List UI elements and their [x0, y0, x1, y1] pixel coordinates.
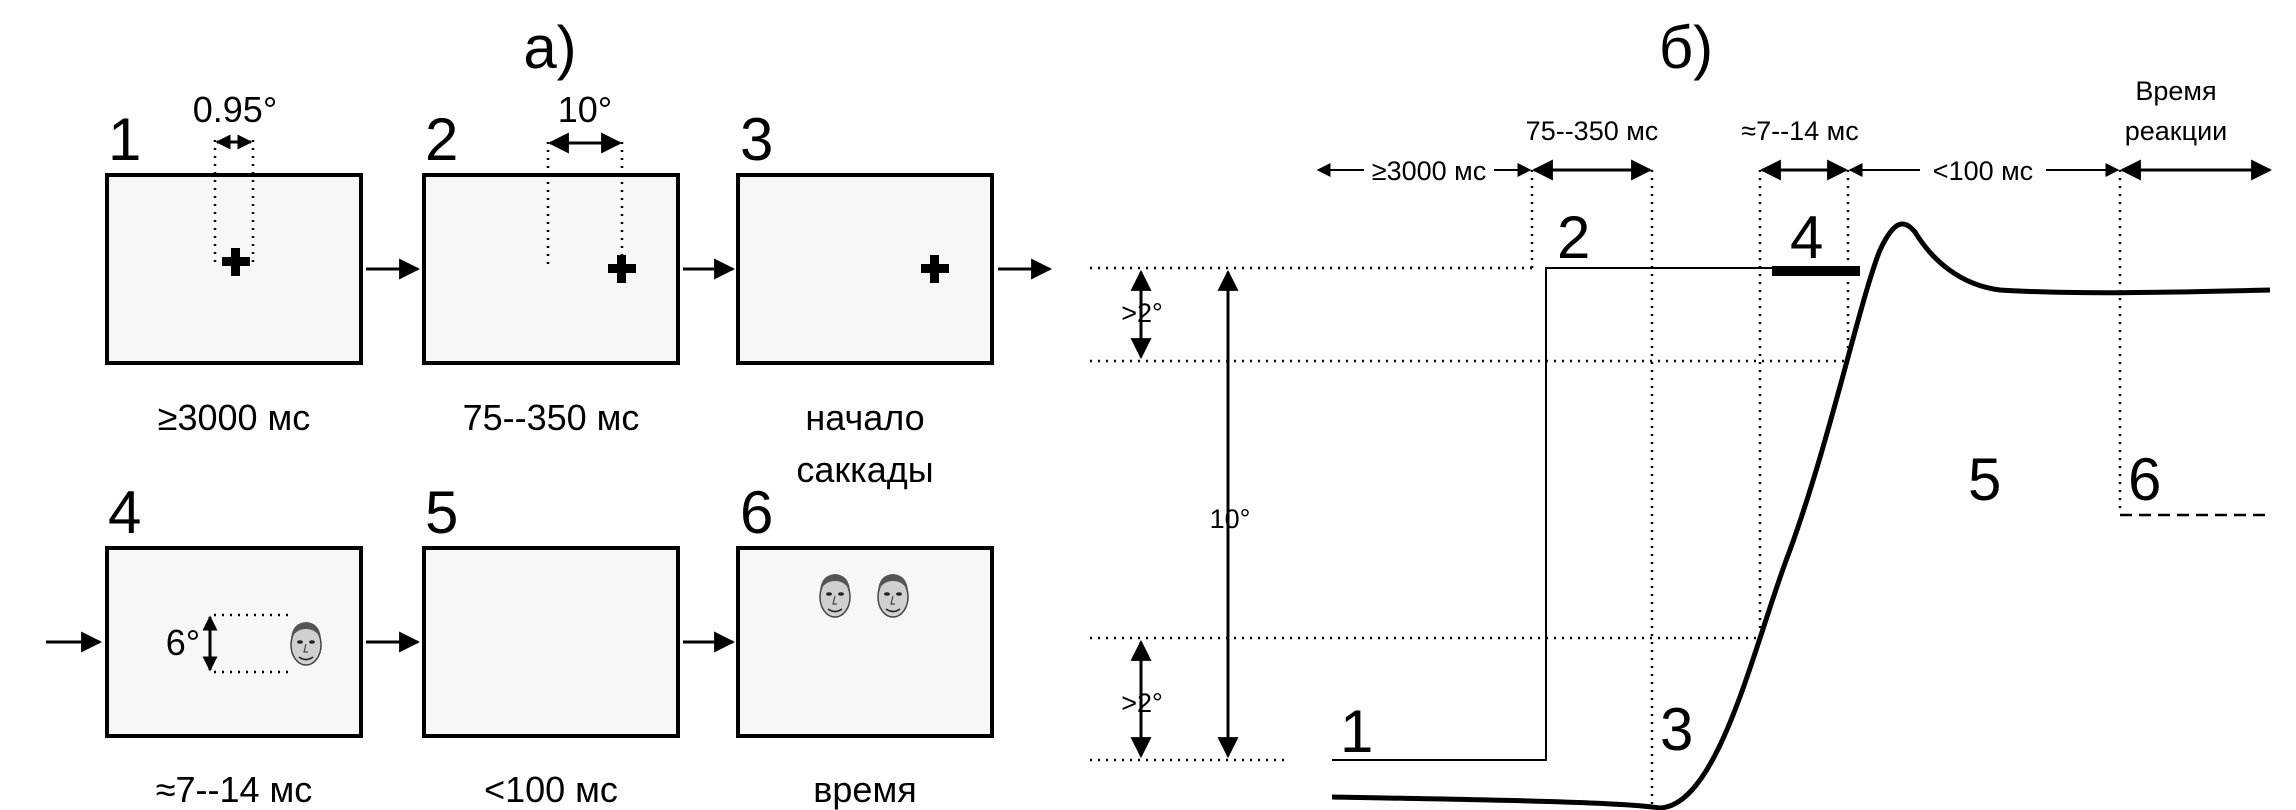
frame-1: 1 0.95° ≥3000 мс [107, 89, 361, 438]
frame-5: 5 <100 мс [424, 479, 678, 810]
duration-label-3: ≈7--14 мс [1741, 116, 1858, 146]
frame-1-number: 1 [108, 106, 141, 173]
panel-a-label: а) [523, 14, 576, 81]
duration-label-4: <100 мс [1933, 156, 2033, 186]
phase-number-5: 5 [1968, 446, 2001, 513]
panel-b: б) ≥3000 мс 75--350 мс ≈7--14 мс <100 мс… [1090, 14, 2270, 808]
frame-2-screen [424, 175, 678, 363]
phase-number-2: 2 [1557, 204, 1590, 271]
frame-3-caption-line1: начало [805, 397, 924, 438]
threshold-label-top: >2° [1121, 298, 1163, 328]
frame-5-screen [424, 548, 678, 736]
frame-1-caption: ≥3000 мс [158, 397, 311, 438]
face-stimulus-icon [291, 622, 321, 665]
frame-3-caption-line2: саккады [796, 449, 933, 490]
frame-4-caption: ≈7--14 мс [156, 769, 313, 810]
frame-2-caption: 75--350 мс [463, 397, 640, 438]
panel-b-label: б) [1659, 14, 1713, 81]
phase-number-3: 3 [1660, 696, 1693, 763]
frame-4: 4 6° ≈7--14 мс [107, 479, 361, 810]
frame-3: 3 начало саккады [738, 106, 992, 490]
frame-6: 6 время [738, 479, 992, 810]
frame-3-screen [738, 175, 992, 363]
phase-number-6: 6 [2128, 446, 2161, 513]
frame-5-caption: <100 мс [484, 769, 618, 810]
frame-2-measure: 10° [558, 89, 612, 130]
frame-6-caption: время [813, 769, 916, 810]
frame-5-number: 5 [425, 479, 458, 546]
frame-6-screen [738, 548, 992, 736]
duration-label-2: 75--350 мс [1526, 116, 1659, 146]
phase-number-1: 1 [1340, 698, 1373, 765]
frame-3-number: 3 [740, 106, 773, 173]
frame-2-number: 2 [425, 106, 458, 173]
duration-label-1: ≥3000 мс [1372, 156, 1486, 186]
face-stimulus-icon [820, 574, 850, 617]
threshold-label-bottom: >2° [1121, 688, 1163, 718]
panel-a: а) 1 0.95° ≥3000 мс 2 [46, 14, 1050, 810]
frame-4-measure: 6° [166, 622, 200, 663]
phase-number-4: 4 [1790, 204, 1823, 271]
face-stimulus-icon [878, 574, 908, 617]
frame-6-number: 6 [740, 479, 773, 546]
duration-label-5-line1: Время [2135, 76, 2216, 106]
duration-label-5-line2: реакции [2125, 116, 2228, 146]
frame-4-screen [107, 548, 361, 736]
frame-1-measure: 0.95° [193, 89, 277, 130]
frame-4-number: 4 [108, 479, 141, 546]
target-position-trace [1332, 268, 1772, 760]
amplitude-label: 10° [1210, 504, 1251, 534]
frame-2: 2 10° 75--350 мс [424, 89, 678, 438]
